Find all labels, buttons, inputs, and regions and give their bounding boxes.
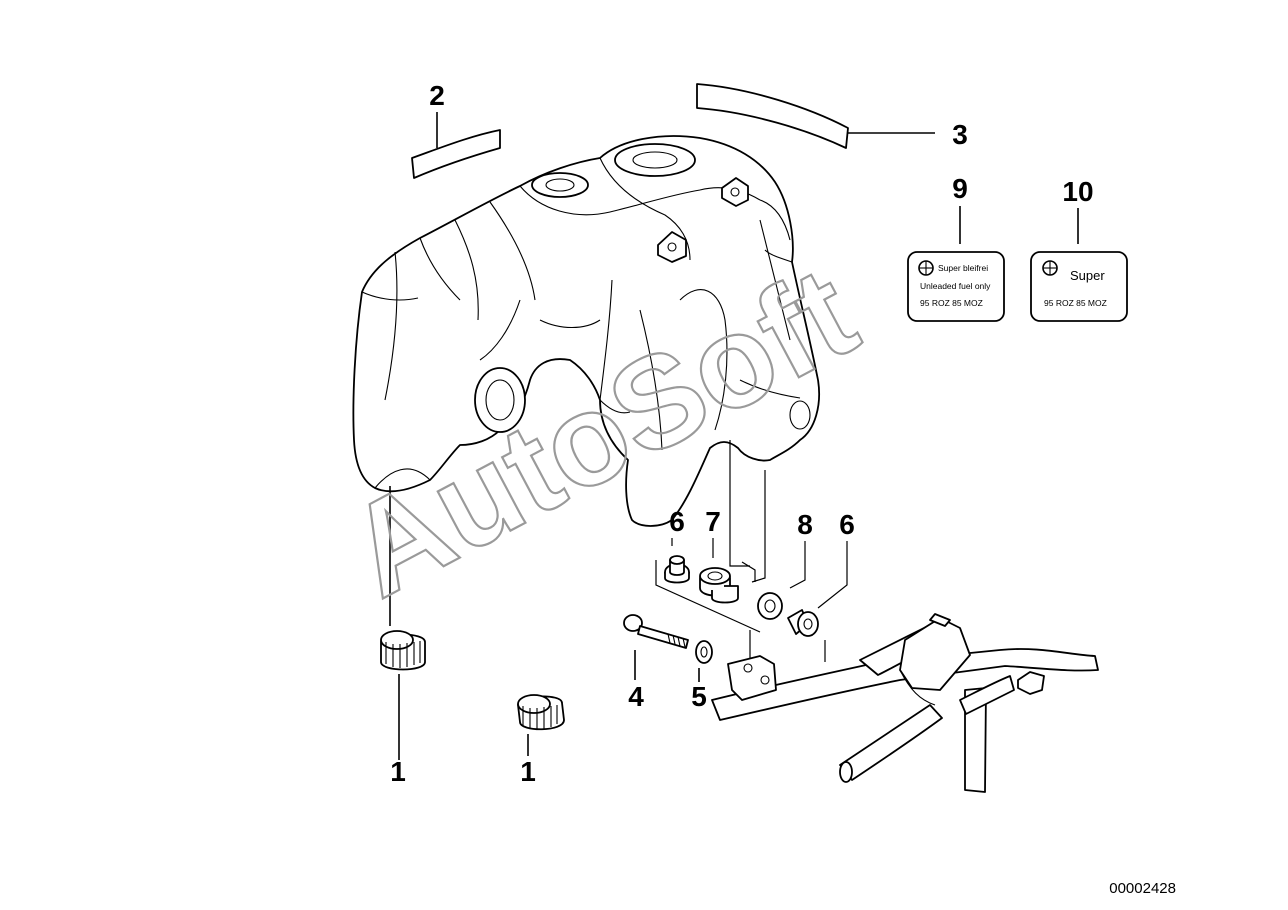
bolt-4: 4 (623, 614, 689, 712)
fuel-label-9: 9 Super bleifrei Unleaded fuel only 95 R… (907, 173, 1005, 322)
callout-2: 2 (429, 80, 445, 111)
callout-5: 5 (691, 681, 707, 712)
label-9-line2: Unleaded fuel only (920, 281, 991, 291)
washer-8 (757, 592, 783, 620)
bushing-6-right (787, 609, 819, 637)
washer-5: 5 (691, 640, 713, 712)
fuel-label-10: 10 Super 95 ROZ 85 MOZ (1030, 176, 1128, 322)
callout-6-left: 6 (669, 506, 685, 537)
label-9-line3: 95 ROZ 85 MOZ (920, 298, 983, 308)
decal-stripe-3: 3 (696, 83, 968, 150)
callout-3: 3 (952, 119, 968, 150)
rubber-buffer-1-right: 1 (517, 694, 565, 787)
callout-7: 7 (705, 506, 721, 537)
callout-1-left: 1 (390, 756, 406, 787)
callout-8: 8 (797, 509, 813, 540)
rubber-buffer-1-left: 1 (380, 486, 426, 787)
frame (711, 613, 1099, 793)
document-number: 00002428 (1109, 880, 1176, 897)
callout-10: 10 (1062, 176, 1093, 207)
bushing-6-left (664, 555, 690, 584)
label-10-line1: Super (1070, 268, 1105, 283)
callout-6-right: 6 (839, 509, 855, 540)
callout-4: 4 (628, 681, 644, 712)
grommet-7 (699, 567, 739, 604)
label-9-line1: Super bleifrei (938, 263, 988, 273)
label-10-line2: 95 ROZ 85 MOZ (1044, 298, 1107, 308)
callout-9: 9 (952, 173, 968, 204)
callout-1-right: 1 (520, 756, 536, 787)
decal-stripe-2: 2 (411, 80, 501, 179)
fuel-tank (352, 135, 820, 527)
assembly-guides (655, 440, 848, 665)
